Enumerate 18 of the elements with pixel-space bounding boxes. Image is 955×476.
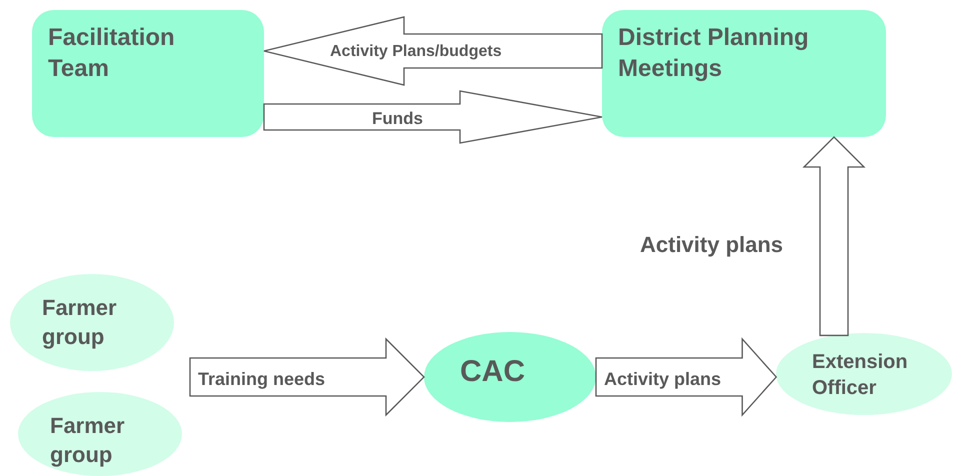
edge-label: Training needs — [198, 368, 326, 391]
block-arrow — [263, 16, 603, 86]
block-arrow — [595, 337, 778, 417]
edge-label: Activity plans — [604, 368, 722, 391]
node-label: Facilitation Team — [48, 23, 176, 84]
node-label: Extension Officer — [812, 350, 909, 401]
edge-label: Funds — [372, 108, 423, 130]
edge-label: Activity plans — [640, 231, 784, 259]
node-label: District Planning Meetings — [618, 23, 810, 84]
block-arrow — [189, 337, 425, 417]
process-box — [32, 10, 264, 137]
process-box — [602, 10, 886, 137]
block-arrow — [263, 90, 603, 144]
block-arrow — [802, 136, 866, 336]
edge-label: Activity Plans/budgets — [330, 42, 502, 62]
node-label: Farmer group — [50, 412, 126, 469]
node-label: CAC — [460, 354, 526, 390]
node-label: Farmer group — [42, 294, 118, 351]
